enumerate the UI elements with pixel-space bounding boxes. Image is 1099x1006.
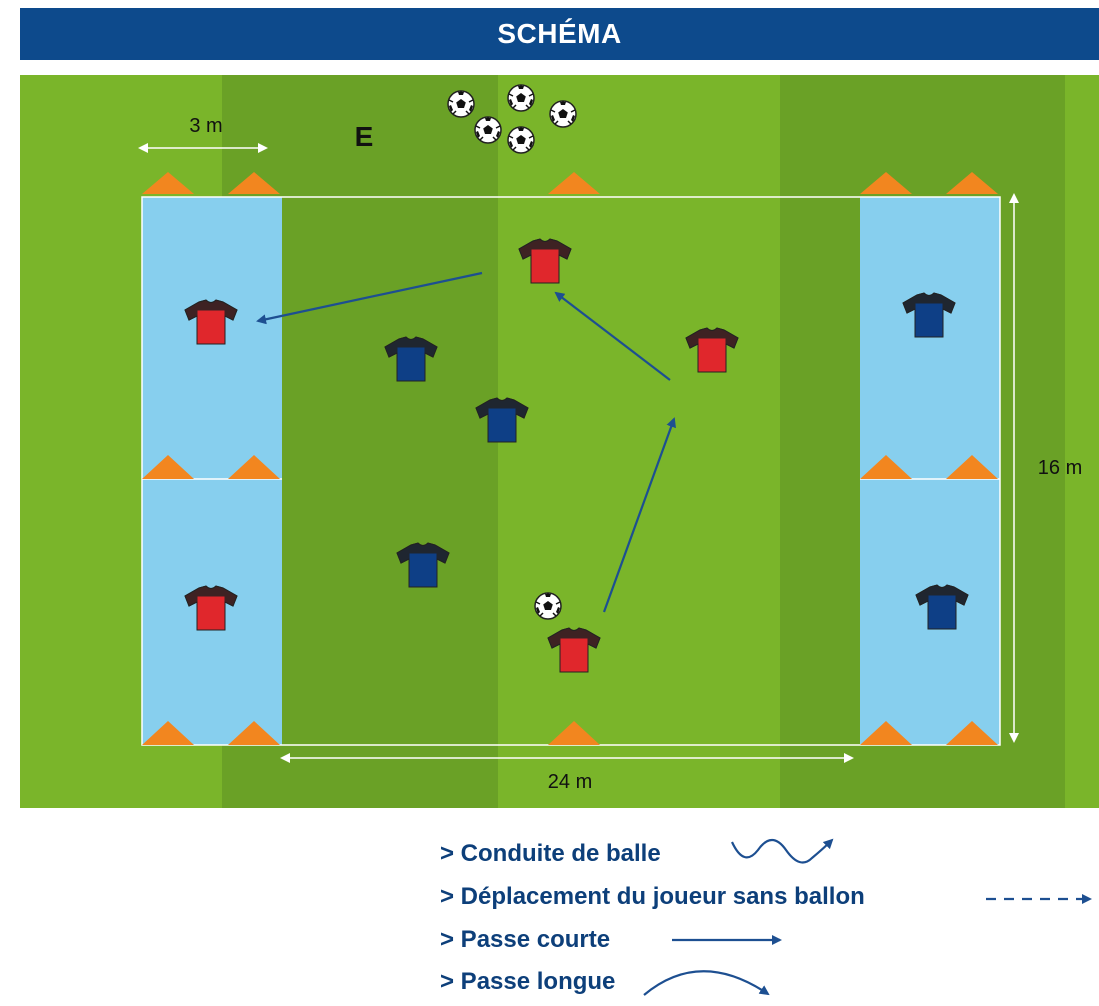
cone xyxy=(946,455,998,479)
player-red xyxy=(184,299,238,345)
player-blue xyxy=(384,336,438,382)
wavy-arrow-icon xyxy=(731,838,834,864)
player-blue xyxy=(915,584,969,630)
cone xyxy=(228,455,280,479)
cone xyxy=(228,721,280,745)
player-red xyxy=(184,585,238,631)
ball-icon xyxy=(534,592,562,620)
player-red xyxy=(518,238,572,284)
player-red xyxy=(685,327,739,373)
pass-arrows xyxy=(256,271,676,613)
ball-icon xyxy=(507,126,535,154)
cone xyxy=(228,172,280,194)
player-blue xyxy=(475,397,529,443)
zone-label: E xyxy=(355,121,374,152)
cone xyxy=(946,721,998,745)
cone xyxy=(860,721,912,745)
ball-icon xyxy=(447,90,475,118)
cone xyxy=(142,721,194,745)
width-label: 3 m xyxy=(189,115,222,137)
cone xyxy=(860,455,912,479)
legend-symbols xyxy=(643,838,1092,996)
player-red xyxy=(547,627,601,673)
ball-icon xyxy=(549,100,577,128)
player-blue xyxy=(902,292,956,338)
curved-arrow-icon xyxy=(643,970,770,996)
height-label: 16 m xyxy=(1038,457,1082,479)
cone xyxy=(946,172,998,194)
measurements xyxy=(138,143,1019,763)
pass-arrow xyxy=(602,417,676,613)
cone xyxy=(142,455,194,479)
header-bar: SCHÉMA xyxy=(20,8,1099,60)
cone xyxy=(548,172,600,194)
team-red xyxy=(184,238,739,673)
ball-icon xyxy=(474,116,502,144)
header-title: SCHÉMA xyxy=(497,18,622,49)
team-blue xyxy=(384,292,969,630)
cone xyxy=(860,172,912,194)
ball-icon xyxy=(507,84,535,112)
pass-arrow xyxy=(256,271,483,325)
pass-arrow xyxy=(554,291,671,381)
length-label: 24 m xyxy=(548,771,592,793)
cone xyxy=(548,721,600,745)
player-blue xyxy=(396,542,450,588)
cones xyxy=(142,172,998,745)
cone xyxy=(142,172,194,194)
